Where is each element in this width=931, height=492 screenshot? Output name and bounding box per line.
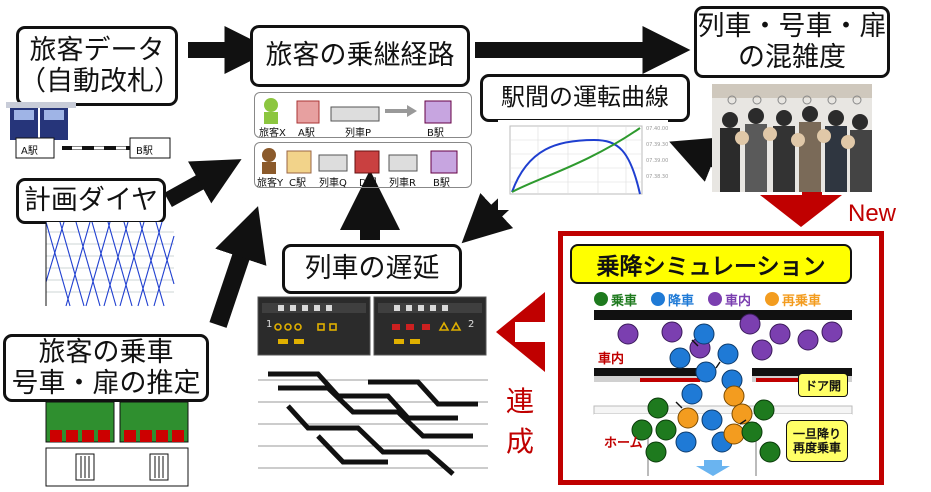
svg-text:07.40.00: 07.40.00 [646, 126, 668, 132]
boarding-line2: 号車・扉の推定 [11, 368, 201, 399]
legend-boarding-label: 乗車 [611, 293, 638, 309]
running-curve-chart: 07.40.00 07.39.30 07.39.00 07.38.30 [498, 120, 668, 210]
route-r1-c4: B駅 [427, 128, 444, 139]
svg-text:07.39.30: 07.39.30 [646, 142, 668, 148]
legend-dot-orange [765, 292, 780, 306]
link-label-2: 成 [506, 425, 535, 458]
reboard-line1: 一旦降り [792, 426, 841, 441]
timetable-diagram [45, 221, 175, 307]
running-curve-label: 駅間の運転曲線 [501, 83, 669, 112]
simulation-scene [593, 310, 853, 476]
route-rows: 旅客X A駅 列車P B駅 旅客Y C駅 列車Q D駅 列車R B駅 [254, 92, 472, 189]
legend-reboarding: 再乗車 [765, 290, 822, 309]
boarding-line1: 旅客の乗車 [38, 336, 174, 368]
delay-box: 列車の遅延 [282, 244, 462, 294]
reboard-line2: 再度乗車 [792, 441, 841, 455]
passenger-data-box: 旅客データ （自動改札） [16, 26, 181, 106]
route-r2-c4: D駅 [359, 178, 377, 189]
running-curve-box: 駅間の運転曲線 [480, 74, 690, 122]
route-r1-c3: 列車P [345, 128, 372, 139]
arrow-sim-to-delay [496, 292, 545, 372]
legend-dot-green [594, 292, 608, 306]
boarding-estimate-box: 旅客の乗車 号車・扉の推定 [3, 334, 209, 402]
congestion-line2: の混雑度 [738, 42, 846, 73]
legend-dot-blue [651, 292, 666, 306]
delay-panel-2-number: 2 [468, 319, 475, 330]
arrow-boarding-to-route [209, 206, 267, 328]
congestion-line1: 列車・号車・扉 [697, 10, 887, 42]
link-label-1: 連 [506, 385, 535, 418]
timetable-box: 計画ダイヤ [16, 178, 166, 224]
legend-in-car-label: 車内 [725, 293, 752, 309]
door-open-label: ドア開 [804, 378, 841, 393]
arrow-congestion-to-curve [669, 137, 723, 182]
delay-panel-1-number: 1 [266, 319, 273, 330]
delay-track-diagram [258, 371, 488, 476]
reboard-badge: 一旦降り 再度乗車 [786, 420, 848, 462]
gate-station-a: A駅 [21, 146, 38, 157]
legend-alighting: 降車 [651, 290, 695, 309]
legend-dot-purple [708, 292, 723, 306]
timetable-label: 計画ダイヤ [23, 185, 159, 217]
route-r2-c1: 旅客Y [257, 178, 284, 189]
legend-in-car: 車内 [708, 290, 752, 309]
platform-label: ホーム [604, 436, 643, 451]
car-door-illustration [45, 401, 189, 487]
delay-label: 列車の遅延 [304, 253, 440, 285]
ticket-gate-illustration: A駅 B駅 [2, 100, 192, 162]
gate-station-b: B駅 [136, 146, 153, 157]
route-box: 旅客の乗継経路 [250, 25, 470, 87]
route-r2-c2: C駅 [289, 178, 306, 189]
route-r2-c5: 列車R [389, 178, 416, 189]
legend-alighting-label: 降車 [668, 293, 695, 309]
congestion-box: 列車・号車・扉 の混雑度 [694, 6, 890, 78]
door-open-badge: ドア開 [798, 373, 848, 397]
passenger-data-sub: （自動改札） [19, 66, 181, 97]
arrow-timetable-to-route [164, 159, 242, 207]
simulation-title-box: 乗降シミュレーション [570, 244, 852, 284]
route-label: 旅客の乗継経路 [265, 40, 455, 72]
legend-reboarding-label: 再乗車 [782, 293, 822, 309]
route-row-2: 旅客Y C駅 列車Q D駅 列車R B駅 [254, 142, 472, 189]
simulation-legend: 乗車 降車 車内 再乗車 [594, 290, 874, 309]
route-r1-c2: A駅 [298, 128, 315, 139]
simulation-title: 乗降シミュレーション [596, 254, 826, 280]
route-r2-c3: 列車Q [319, 178, 347, 189]
svg-text:07.38.30: 07.38.30 [646, 174, 668, 180]
route-row-1: 旅客X A駅 列車P B駅 [254, 92, 472, 139]
legend-boarding: 乗車 [594, 290, 638, 309]
delay-panels: 1 2 [257, 296, 488, 356]
svg-text:07.39.00: 07.39.00 [646, 158, 668, 164]
passenger-data-label: 旅客データ [29, 34, 165, 66]
new-label: New [848, 200, 897, 227]
crowded-car-photo [712, 84, 872, 192]
route-r1-c1: 旅客X [259, 128, 286, 139]
inside-car-label: 車内 [598, 352, 625, 367]
route-r2-c6: B駅 [433, 178, 450, 189]
